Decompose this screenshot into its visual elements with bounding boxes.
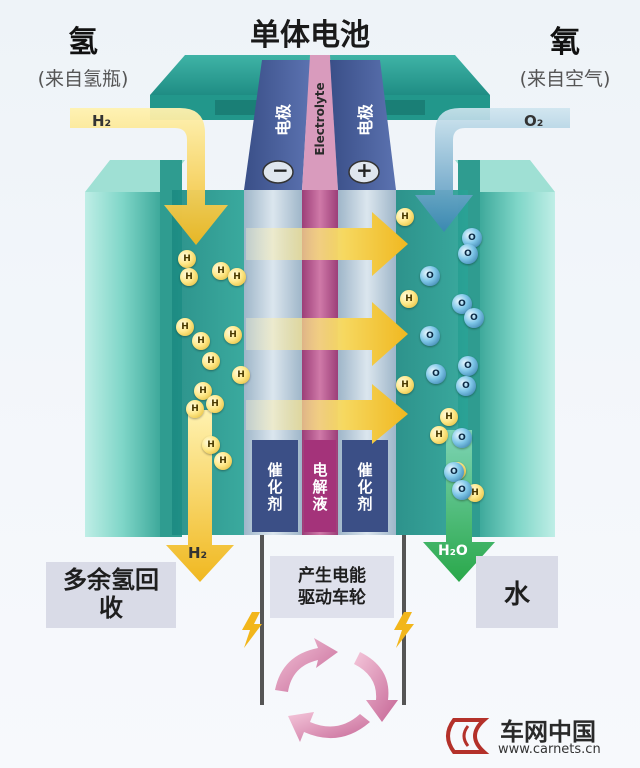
electrolyte-top xyxy=(302,55,338,190)
hydrogen-particle: H xyxy=(228,268,246,286)
water-box: 水 xyxy=(476,556,558,628)
hydrogen-inlet-arrow xyxy=(70,108,228,245)
flow-arrow-3 xyxy=(246,384,408,444)
hydrogen-title: 氢 xyxy=(68,25,98,60)
hydrogen-particle: H xyxy=(186,400,204,418)
spark-left xyxy=(242,612,262,648)
surplus-hydrogen-label: 多余氢回收 xyxy=(63,566,159,622)
left-plate xyxy=(85,192,160,537)
oxygen-subtitle: (来自空气) xyxy=(519,68,611,90)
oxygen-particle: O xyxy=(420,266,440,286)
spark-right xyxy=(394,612,414,648)
hydrogen-particle: H xyxy=(400,290,418,308)
oxygen-inlet-formula: O₂ xyxy=(524,112,544,130)
hydrogen-source-label: 氢 (来自氢瓶) xyxy=(18,28,148,91)
hydrogen-particle: H xyxy=(214,452,232,470)
energy-box: 产生电能驱动车轮 xyxy=(270,556,394,618)
hydrogen-particle: H xyxy=(194,382,212,400)
flow-arrow-1 xyxy=(246,212,408,276)
hydrogen-particle: H xyxy=(224,326,242,344)
hydrogen-particle: H xyxy=(232,366,250,384)
left-electrode-label: 电极 xyxy=(274,104,293,137)
flow-arrow-2 xyxy=(246,302,408,366)
oxygen-particle: O xyxy=(452,480,472,500)
oxygen-particle: O xyxy=(420,326,440,346)
catalyst-right-panel xyxy=(342,440,388,532)
hydrogen-particle: H xyxy=(202,352,220,370)
cycle-arrow-2 xyxy=(354,652,398,722)
catalyst-left-label: 催化剂 xyxy=(265,461,284,513)
oxygen-particle: O xyxy=(456,376,476,396)
hydrogen-particle: H xyxy=(396,208,414,226)
hydrogen-particle: H xyxy=(180,268,198,286)
oxygen-particle: O xyxy=(464,308,484,328)
hydrogen-outlet-arrow xyxy=(166,410,234,582)
watermark-name: 车网中国 xyxy=(500,718,596,746)
oxygen-particle: O xyxy=(458,244,478,264)
minus-sign: − xyxy=(272,158,289,182)
hydrogen-particle: H xyxy=(440,408,458,426)
surplus-hydrogen-box: 多余氢回收 xyxy=(46,562,176,628)
electrolyte-label: Electrolyte xyxy=(313,82,327,156)
hydrogen-particle: H xyxy=(202,436,220,454)
hydrogen-subtitle: (来自氢瓶) xyxy=(37,68,129,90)
cell-title: 单体电池 xyxy=(250,18,370,53)
water-formula: H₂O xyxy=(438,543,468,559)
hydrogen-particle: H xyxy=(212,262,230,280)
hydrogen-outlet-formula: H₂ xyxy=(188,544,208,562)
hydrogen-particle: H xyxy=(206,395,224,413)
hydrogen-particle: H xyxy=(176,318,194,336)
electrolyte-layer-label: 电解液 xyxy=(310,461,329,513)
hydrogen-particle: H xyxy=(430,426,448,444)
plus-terminal xyxy=(348,160,380,184)
oxygen-particle: O xyxy=(458,356,478,376)
energy-label: 产生电能驱动车轮 xyxy=(298,565,366,608)
oxygen-particle: O xyxy=(452,428,472,448)
right-electrode-label: 电极 xyxy=(356,104,375,137)
electrolyte-panel xyxy=(304,440,336,532)
oxygen-inlet-arrow xyxy=(415,108,570,232)
catalyst-right-label: 催化剂 xyxy=(355,461,374,513)
water-label: 水 xyxy=(503,579,530,610)
hydrogen-particle: H xyxy=(178,250,196,268)
hydrogen-particle: H xyxy=(192,332,210,350)
hydrogen-particle: H xyxy=(396,376,414,394)
hydrogen-inlet-formula: H₂ xyxy=(92,112,112,130)
watermark-url: www.carnets.cn xyxy=(498,742,601,757)
oxygen-particle: O xyxy=(462,228,482,248)
watermark-logo xyxy=(446,718,490,754)
oxygen-particle: O xyxy=(426,364,446,384)
water-outlet-arrow xyxy=(423,430,495,582)
right-plate xyxy=(480,192,555,537)
oxygen-particle: O xyxy=(444,462,464,482)
oxygen-source-label: 氧 (来自空气) xyxy=(500,28,630,91)
left-electrode-top xyxy=(244,60,310,190)
right-electrode-top xyxy=(330,60,396,190)
minus-terminal xyxy=(262,160,294,184)
cycle-arrow-1 xyxy=(275,638,338,692)
catalyst-left-panel xyxy=(252,440,298,532)
cycle-arrow-3 xyxy=(288,712,370,742)
oxygen-title: 氧 xyxy=(550,25,580,60)
plus-sign: + xyxy=(356,158,373,182)
